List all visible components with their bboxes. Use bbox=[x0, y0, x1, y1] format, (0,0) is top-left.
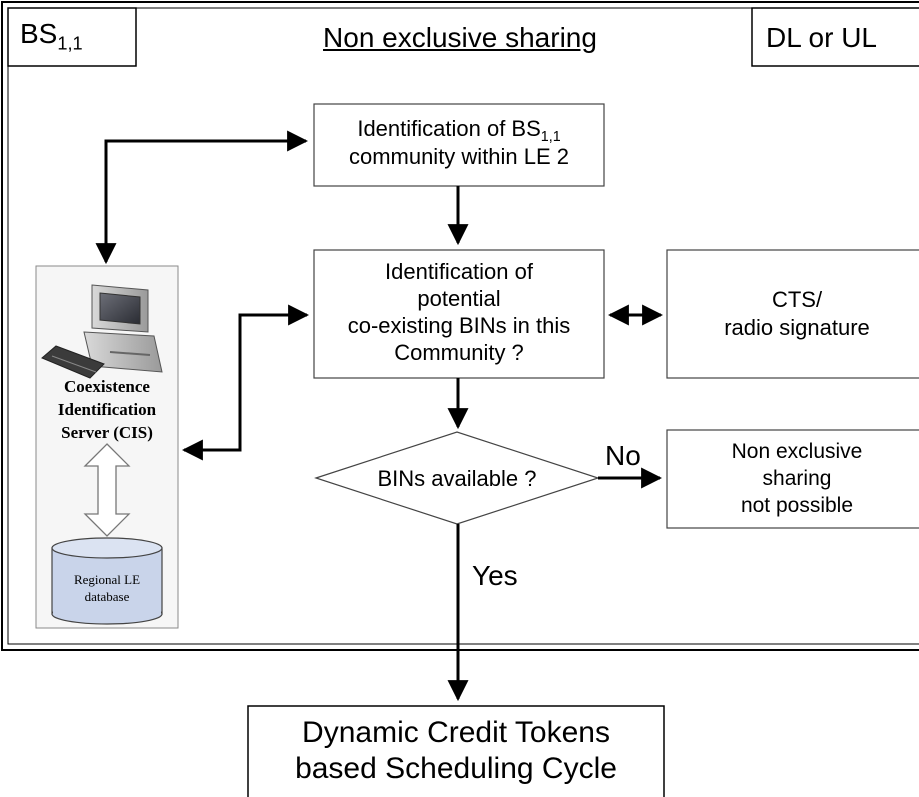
community-id-line1-text: Identification of BS bbox=[357, 116, 541, 141]
community-id-text: Identification of BS1,1 community within… bbox=[314, 115, 604, 171]
cis-label-line-1: Coexistence bbox=[64, 377, 150, 396]
community-id-subscript: 1,1 bbox=[540, 129, 561, 145]
not-possible-box bbox=[666, 429, 919, 529]
direction-label: DL or UL bbox=[766, 22, 878, 53]
direction-box bbox=[751, 7, 919, 67]
cts-box bbox=[666, 249, 919, 379]
community-id-line1: Identification of BS1,1 bbox=[314, 115, 604, 145]
database-label-line-1: Regional LE bbox=[73, 572, 141, 587]
cis-label: Coexistence Identification Server (CIS) bbox=[36, 376, 178, 445]
potential-line-4: Community ? bbox=[394, 340, 524, 365]
not-possible-text: Non exclusive sharing not possible bbox=[667, 438, 919, 519]
cts-line-1: CTS/ bbox=[771, 287, 823, 312]
outer-frame bbox=[1, 1, 919, 651]
not-possible-line-3: not possible bbox=[740, 494, 854, 517]
bs-label-subscript: 1,1 bbox=[57, 33, 83, 54]
community-id-line2: community within LE 2 bbox=[348, 144, 570, 169]
cis-label-line-3: Server (CIS) bbox=[61, 422, 153, 442]
cis-community-connector bbox=[95, 130, 309, 265]
database-label: Regional LE database bbox=[52, 572, 162, 606]
edge-label-no: No bbox=[605, 440, 641, 471]
not-possible-line-2: sharing bbox=[762, 467, 832, 490]
page-title: Non exclusive sharing bbox=[323, 22, 597, 53]
scheduling-box bbox=[247, 705, 665, 797]
scheduling-line-1: Dynamic Credit Tokens bbox=[302, 716, 610, 749]
scheduling-text: Dynamic Credit Tokens based Scheduling C… bbox=[248, 715, 664, 787]
cis-label-line-2: Identification bbox=[57, 399, 157, 419]
bs-label-text: BS bbox=[20, 18, 58, 49]
server-database-hollow-arrow bbox=[83, 443, 131, 537]
cis-potential-connector bbox=[181, 304, 310, 461]
potential-line-2: potential bbox=[417, 286, 501, 311]
potential-bins-box bbox=[313, 249, 605, 379]
decision-text: BINs available ? bbox=[377, 466, 537, 491]
cts-line-2: radio signature bbox=[724, 315, 870, 340]
scheduling-line-2: based Scheduling Cycle bbox=[295, 752, 617, 785]
bs-label-box bbox=[7, 7, 137, 67]
bs-label: BS1,1 bbox=[20, 18, 83, 54]
database-icon bbox=[51, 537, 163, 625]
computer-icon bbox=[41, 284, 163, 379]
community-id-box bbox=[313, 103, 605, 187]
potential-bins-text: Identification of potential co-existing … bbox=[314, 258, 604, 366]
not-possible-line-1: Non exclusive bbox=[731, 440, 863, 463]
database-label-line-2: database bbox=[84, 588, 130, 604]
potential-line-3: co-existing BINs in this bbox=[347, 313, 571, 338]
cts-text: CTS/ radio signature bbox=[667, 286, 919, 342]
edge-label-yes: Yes bbox=[472, 560, 518, 591]
potential-line-1: Identification of bbox=[385, 259, 533, 284]
